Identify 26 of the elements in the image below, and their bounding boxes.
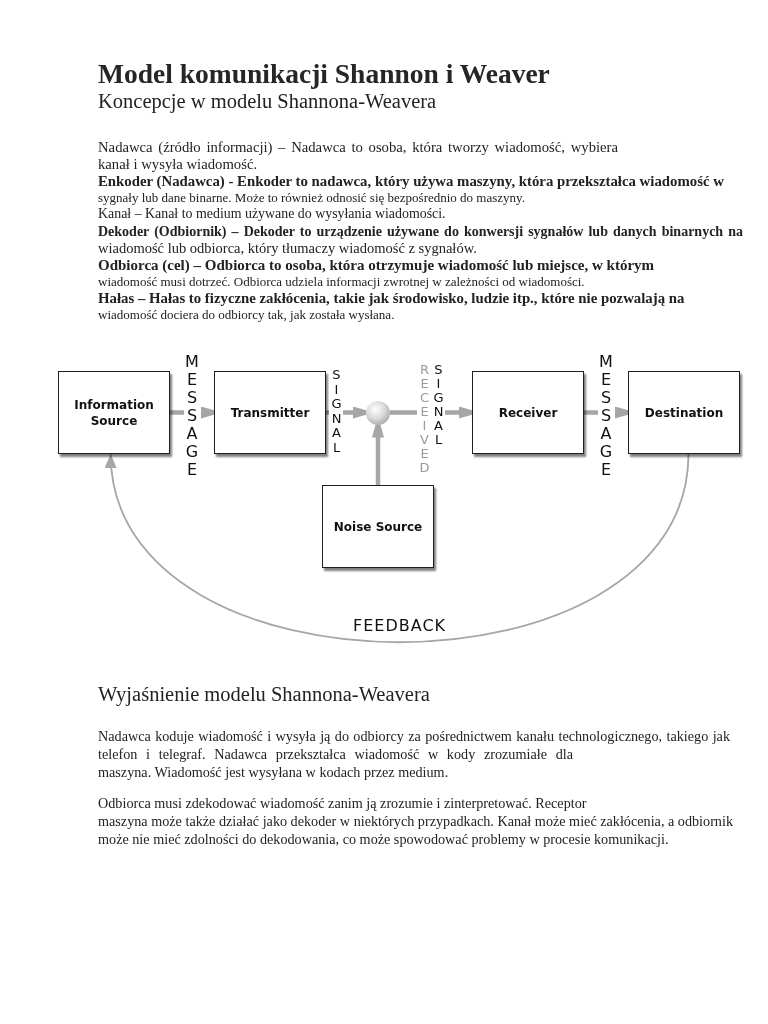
process-box: [214, 371, 326, 454]
box-label: Transmitter: [230, 404, 310, 421]
paragraph: Nadawca koduje wiadomość i wysyła ją do odbiorcy za pośrednictwem kanału technologicznego, takiego jak telefon i telegraf. Nadawca przekształca wiadomość w kody zrozumiałe dla maszyna. Wiadomość jest wysyłana w kodach przez medium.: [98, 727, 730, 781]
section-heading: Wyjaśnienie modelu Shannona-Weavera: [98, 682, 430, 706]
definition-paragraph: Kanał – Kanał to medium używane do wysyłania wiadomości.: [98, 205, 446, 222]
section-heading: Koncepcje w modelu Shannona-Weavera: [98, 89, 437, 113]
box-label: Information Source: [73, 396, 155, 429]
box-label: Noise Source: [333, 518, 423, 535]
edge-label: SIGNAL: [329, 367, 343, 454]
page-title: Model komunikacji Shannon i Weaver: [98, 58, 550, 90]
definition-paragraph: Nadawca (źródło informacji) – Nadawca to osoba, która tworzy wiadomość, wybiera kanał i wysyła wiadomość.: [98, 138, 618, 173]
definition-paragraph: Hałas – Hałas to fizyczne zakłócenia, takie jak środowisko, ludzie itp., które nie pozwalają na wiadomość dociera do odbiorcy tak, jak została wysłana.: [98, 289, 685, 323]
edge-label: MESSAGE: [597, 352, 615, 478]
definition-paragraph: Odbiorca (cel) – Odbiorca to osoba, która otrzymuje wiadomość lub miejsce, w którym wiadomość musi dotrzeć. Odbiorca udziela informacji zwrotnej w zależności od wiadomości.: [98, 256, 655, 290]
process-box: [628, 371, 740, 454]
box-label: Receiver: [498, 404, 558, 421]
definition-paragraph: Dekoder (Odbiornik) – Dekoder to urządzenie używane do konwersji sygnałów lub danych binarnych na wiadomość lub odbiorca, który tłumaczy wiadomość z sygnałów.: [98, 222, 743, 256]
junction-circle: [366, 400, 390, 425]
process-box: [58, 371, 170, 454]
box-label: Destination: [644, 404, 724, 421]
process-box: [322, 485, 434, 568]
process-box: [472, 371, 584, 454]
definition-paragraph: Enkoder (Nadawca) - Enkoder to nadawca, który używa maszyny, która przekształca wiadomość w sygnały lub dane binarne. Może to również odnosić się bezpośrednio do maszyny.: [98, 172, 724, 206]
paragraph: Odbiorca musi zdekodować wiadomość zanim ją zrozumie i zinterpretować. Receptor maszyna może także działać jako dekoder w niektórych przypadkach. Kanał może mieć zakłócenia, a odbiornik może nie mieć zdolności do dekodowania, co może spowodować problemy w procesie komunikacji.: [98, 794, 734, 848]
edge-label: MESSAGE: [183, 352, 201, 478]
curved-arrow: [107, 453, 690, 644]
